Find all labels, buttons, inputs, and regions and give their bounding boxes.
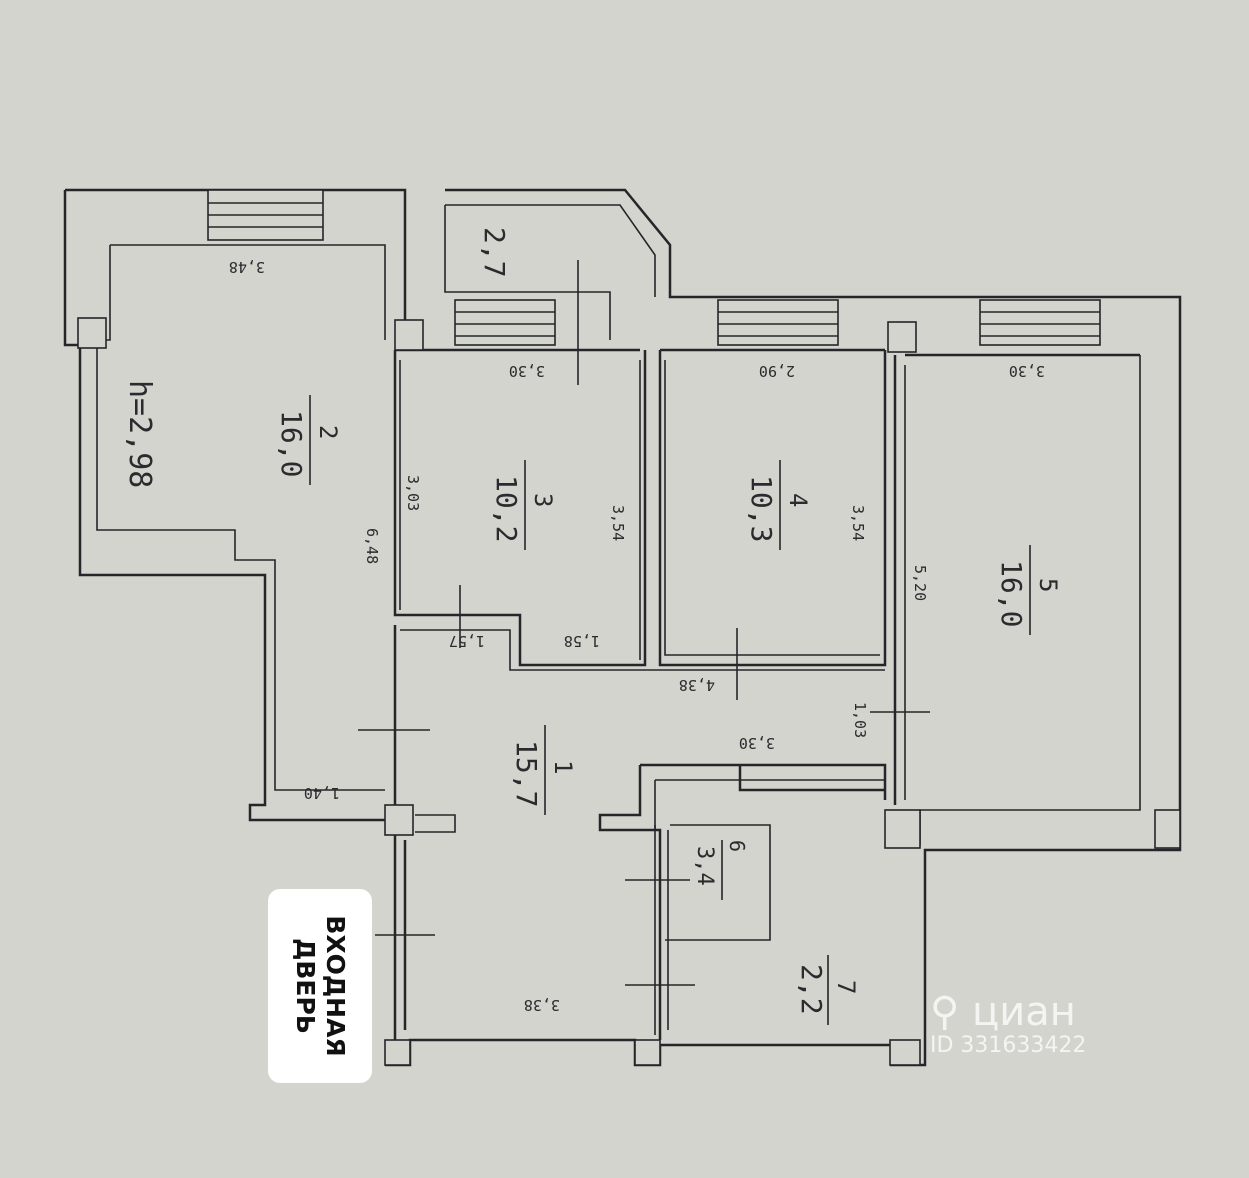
room-2-number: 2: [314, 425, 342, 439]
balcony-label: 2,7: [478, 227, 511, 278]
room-3-label: 3 10,2: [490, 460, 557, 550]
dim-corridor-mid: 3,30: [739, 734, 775, 752]
room-4-area: 10,3: [745, 475, 778, 542]
room-7-label: 7 2,2: [795, 955, 860, 1025]
wall-piers: [77, 317, 1181, 1066]
entrance-door-line1: ВХОДНАЯ: [321, 915, 350, 1057]
dim-room4-right: 3,54: [849, 505, 867, 541]
dim-room3-bottom-left: 1,57: [449, 632, 485, 650]
room-5-area: 16,0: [995, 560, 1028, 627]
room-labels: 2 16,0 3 10,2 4 10,3 5 16,0 1 15,7 6 3,4: [122, 227, 1062, 1025]
door-marks: [358, 260, 930, 986]
dim-room3-top: 3,30: [509, 362, 545, 380]
dim-hall-bottom: 3,38: [524, 996, 560, 1014]
dim-room3-bottom-right: 1,58: [564, 632, 600, 650]
dim-room4-top: 2,90: [759, 362, 795, 380]
room-1-area: 15,7: [510, 740, 543, 807]
room-5-number: 5: [1034, 578, 1062, 592]
watermark-brand: циан: [972, 989, 1076, 1035]
entrance-door-label: ВХОДНАЯ ДВЕРЬ: [268, 889, 372, 1083]
dimension-labels: 3,48 6,48 1,40 3,30 3,03 3,54 1,57 1,58 …: [229, 258, 1045, 1014]
room-1-number: 1: [549, 760, 577, 774]
room-3-number: 3: [529, 493, 557, 507]
dim-room5-left: 5,20: [911, 565, 929, 601]
room-4-number: 4: [784, 493, 812, 507]
room-3-area: 10,2: [490, 475, 523, 542]
room-5-label: 5 16,0: [995, 545, 1062, 635]
balcony-area: 2,7: [478, 227, 511, 278]
room-1-label: 1 15,7: [510, 725, 577, 815]
interior-walls: [393, 350, 906, 1040]
cian-watermark: ⚲ циан ID 331633422: [930, 990, 1086, 1058]
dim-corridor-right: 1,03: [851, 702, 869, 738]
room-2-area: 16,0: [275, 410, 308, 477]
room-4-label: 4 10,3: [745, 460, 812, 550]
dim-room2-top: 3,48: [229, 258, 265, 276]
entrance-door-text: ВХОДНАЯ ДВЕРЬ: [290, 915, 350, 1056]
windows: [207, 189, 1101, 346]
ceiling-height: h=2,98: [122, 380, 157, 488]
room-2-label: 2 16,0: [275, 395, 342, 485]
dim-room3-left: 3,03: [404, 475, 422, 511]
room-7-area: 2,2: [795, 964, 828, 1015]
map-pin-icon: ⚲: [930, 989, 960, 1035]
room-7-number: 7: [832, 980, 860, 994]
dim-corridor-top: 4,38: [679, 676, 715, 694]
watermark-id: ID 331633422: [930, 1033, 1087, 1058]
room-6-area: 3,4: [692, 846, 717, 886]
ceiling-height-label: h=2,98: [122, 380, 157, 488]
watermark-brand-row: ⚲ циан: [930, 990, 1086, 1034]
room-6-number: 6: [725, 840, 749, 852]
entrance-door-line2: ДВЕРЬ: [291, 938, 320, 1034]
dim-room2-bottom: 1,40: [304, 784, 340, 802]
dim-room3-right: 3,54: [609, 505, 627, 541]
room-6-label: 6 3,4: [692, 840, 749, 900]
dim-room5-top: 3,30: [1009, 362, 1045, 380]
dim-room2-right: 6,48: [363, 528, 381, 564]
